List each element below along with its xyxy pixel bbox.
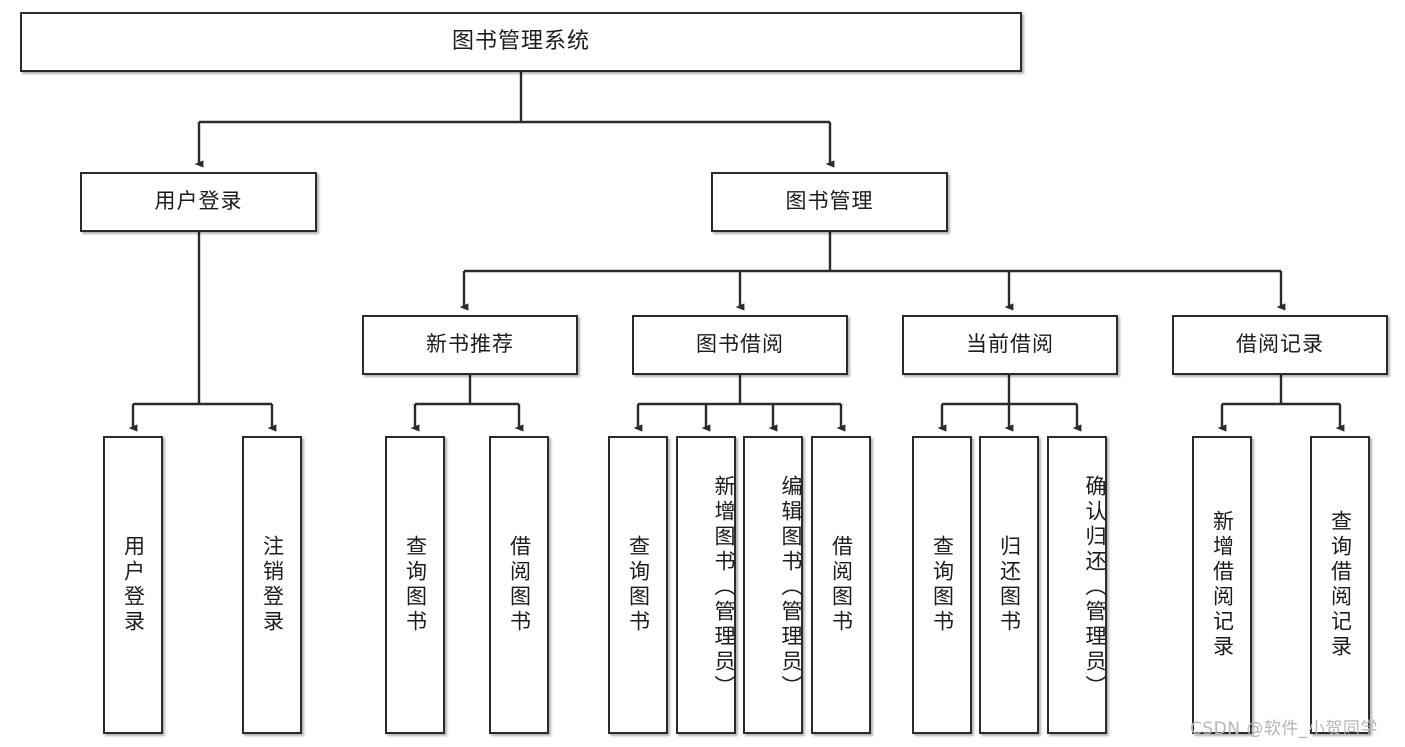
node-leaf-add-book-admin[interactable]: 新增图书（管理员） bbox=[676, 436, 736, 734]
node-submodule-book-borrow[interactable]: 图书借阅 bbox=[632, 315, 848, 375]
node-submodule-current-borrow[interactable]: 当前借阅 bbox=[902, 315, 1118, 375]
node-leaf-return-book[interactable]: 归还图书 bbox=[979, 436, 1039, 734]
node-leaf-query-book-borrow[interactable]: 查询图书 bbox=[608, 436, 668, 734]
node-leaf-user-login[interactable]: 用户登录 bbox=[103, 436, 163, 734]
node-module-book-management[interactable]: 图书管理 bbox=[711, 172, 948, 232]
node-leaf-confirm-return-admin[interactable]: 确认归还（管理员） bbox=[1047, 436, 1107, 734]
node-leaf-borrow-book-newbook[interactable]: 借阅图书 bbox=[489, 436, 549, 734]
node-leaf-logout[interactable]: 注销登录 bbox=[242, 436, 302, 734]
node-leaf-borrow-book-borrow[interactable]: 借阅图书 bbox=[811, 436, 871, 734]
node-submodule-new-book-recommend[interactable]: 新书推荐 bbox=[362, 315, 578, 375]
node-leaf-query-book-current[interactable]: 查询图书 bbox=[912, 436, 972, 734]
node-leaf-query-book-newbook[interactable]: 查询图书 bbox=[385, 436, 445, 734]
node-leaf-edit-book-admin[interactable]: 编辑图书（管理员） bbox=[743, 436, 803, 734]
node-submodule-borrow-record[interactable]: 借阅记录 bbox=[1172, 315, 1388, 375]
node-module-user-login[interactable]: 用户登录 bbox=[80, 172, 317, 232]
node-leaf-add-borrow-record[interactable]: 新增借阅记录 bbox=[1192, 436, 1252, 734]
node-root-book-management-system[interactable]: 图书管理系统 bbox=[20, 12, 1022, 72]
watermark-text: CSDN @软件_小贺同学 bbox=[1190, 719, 1378, 739]
node-leaf-query-borrow-record[interactable]: 查询借阅记录 bbox=[1310, 436, 1370, 734]
